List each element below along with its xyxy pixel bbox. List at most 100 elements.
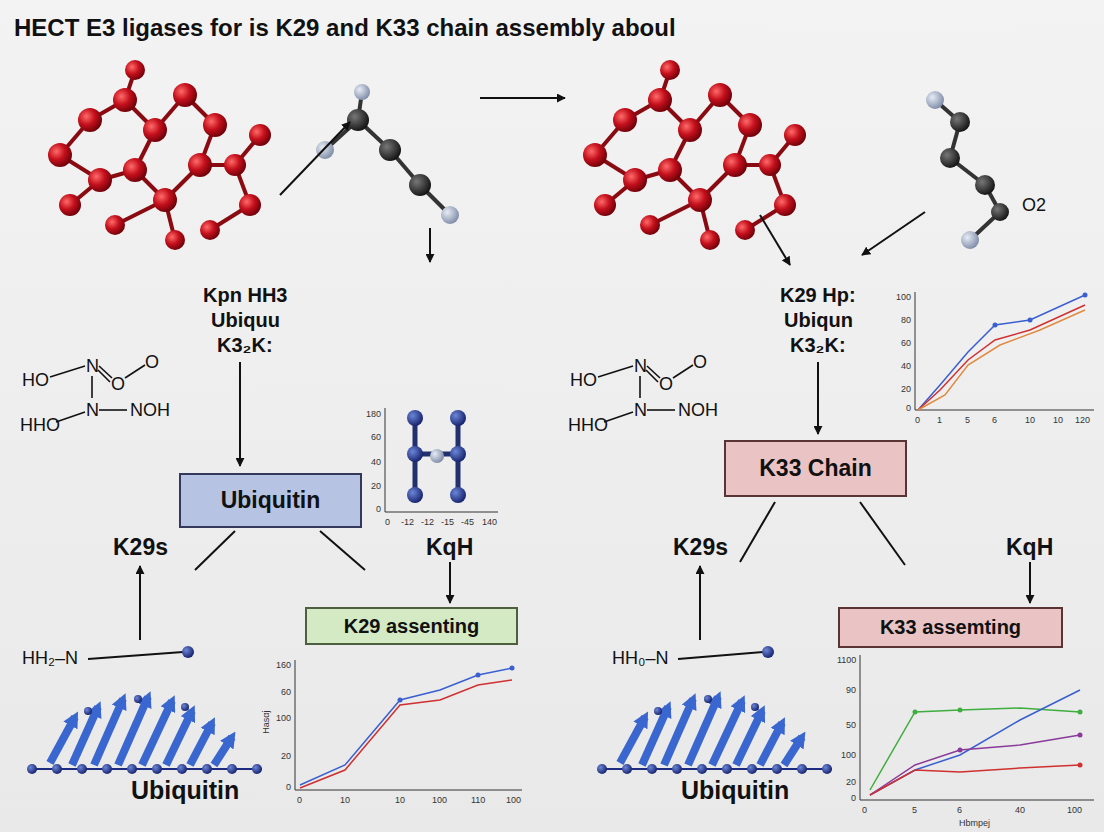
atom-label: N [634, 400, 647, 421]
mini-chart [407, 487, 423, 503]
process-box: K33 Chain [724, 440, 907, 497]
axis-tick: 40 [1015, 805, 1025, 815]
line-chart [870, 765, 1080, 795]
line-chart [915, 292, 916, 410]
text-label: KqH [426, 534, 473, 560]
atom-label: HHO [568, 415, 608, 436]
axis-tick: 20 [846, 777, 856, 787]
atom-label: HHO [20, 415, 60, 436]
line-chart [295, 660, 296, 790]
axis-tick: 0 [862, 805, 867, 815]
small-molecule [926, 91, 944, 109]
arrow [429, 228, 431, 262]
small-molecule [441, 206, 459, 224]
text-label: Kpn HH3 [203, 284, 287, 307]
arrow [740, 502, 775, 562]
process-box: Ubiquitin [179, 473, 362, 528]
small-molecule [347, 109, 369, 131]
axis-tick: 6 [992, 415, 997, 425]
axis-tick: 0 [851, 793, 856, 803]
chemical-bond [639, 376, 641, 398]
axis-tick: 6 [957, 805, 962, 815]
text-label: Ubiquu [211, 309, 280, 332]
axis-tick: 100 [841, 750, 856, 760]
chemical-bond [50, 365, 693, 422]
line-chart [913, 710, 918, 715]
arrow [699, 566, 701, 640]
atom-label: NOH [678, 400, 718, 421]
axis-tick: 100 [432, 795, 447, 805]
atom-label: O [693, 352, 707, 373]
axis-tick: 90 [846, 685, 856, 695]
small-molecule [940, 148, 960, 168]
atom-label: HH₂–N [22, 648, 78, 669]
arrow [139, 566, 141, 640]
line-chart [1078, 733, 1083, 738]
axis-tick: 20 [371, 481, 381, 491]
small-molecule [975, 175, 995, 195]
axis-tick: -15 [441, 517, 454, 527]
arrow [320, 531, 365, 570]
axis-tick: 1100 [837, 655, 856, 665]
axis-tick: -45 [461, 517, 474, 527]
line-chart [860, 800, 1094, 801]
protein-sheet [597, 695, 832, 774]
axis-tick: 0 [385, 517, 390, 527]
chemical-bond [99, 409, 127, 411]
axis-tick: 110 [471, 795, 485, 805]
line-chart [913, 708, 1083, 715]
box-label: Ubiquitin [221, 487, 321, 513]
line-chart [918, 305, 1085, 410]
arrow [239, 362, 241, 466]
axis-tick: 10 [395, 795, 405, 805]
axis-tick: 40 [371, 457, 381, 467]
chemical-bond [673, 365, 693, 378]
chemical-bond [647, 409, 675, 411]
axis-tick: 180 [366, 409, 381, 419]
atom-label: HH₀–N [612, 648, 668, 669]
diagram-title: HECT E3 ligases for is K29 and K33 chain… [14, 14, 676, 42]
small-molecule [325, 92, 450, 215]
small-molecule [409, 174, 431, 196]
arrow [817, 362, 819, 434]
chemical-bond [98, 370, 110, 382]
axis-tick: -12 [421, 517, 434, 527]
small-molecule [950, 112, 970, 132]
line-chart [300, 668, 512, 785]
atom-label: N [86, 356, 99, 377]
text-label: K29s [113, 534, 168, 560]
line-chart [510, 666, 515, 671]
line-chart [918, 310, 1085, 410]
axis-tick: 140 [482, 517, 497, 527]
line-chart [1078, 763, 1083, 768]
line-chart [870, 735, 1080, 795]
line-chart [958, 748, 963, 753]
axis-tick: 80 [901, 315, 911, 325]
text-label: KqH [1006, 534, 1053, 560]
mini-chart [407, 446, 423, 462]
arrow [862, 212, 925, 255]
mini-chart [407, 410, 423, 426]
line-chart [295, 660, 522, 790]
mini-chart [430, 449, 444, 463]
small-molecule [935, 100, 1000, 240]
arrow [1029, 562, 1031, 603]
line-chart [476, 673, 481, 678]
axis-tick: 5 [965, 415, 970, 425]
arrow [449, 562, 451, 603]
atom-label: NOH [130, 400, 170, 421]
text-label: K29 Hp: [780, 284, 856, 307]
text-label: Ubiqun [784, 309, 853, 332]
chemical-bond [125, 365, 145, 378]
axis-title: Hbmpej [959, 818, 990, 828]
axis-tick: 20 [281, 751, 291, 761]
line-chart [993, 293, 1088, 328]
atom-label: O2 [1022, 195, 1046, 216]
box-label: K29 assenting [344, 615, 480, 638]
arrow [480, 97, 565, 99]
chemical-bond [598, 366, 633, 377]
chemical-bond [91, 376, 93, 398]
atom-dot [182, 646, 194, 658]
atom-label: HO [22, 370, 49, 391]
axis-tick: 10 [340, 795, 350, 805]
